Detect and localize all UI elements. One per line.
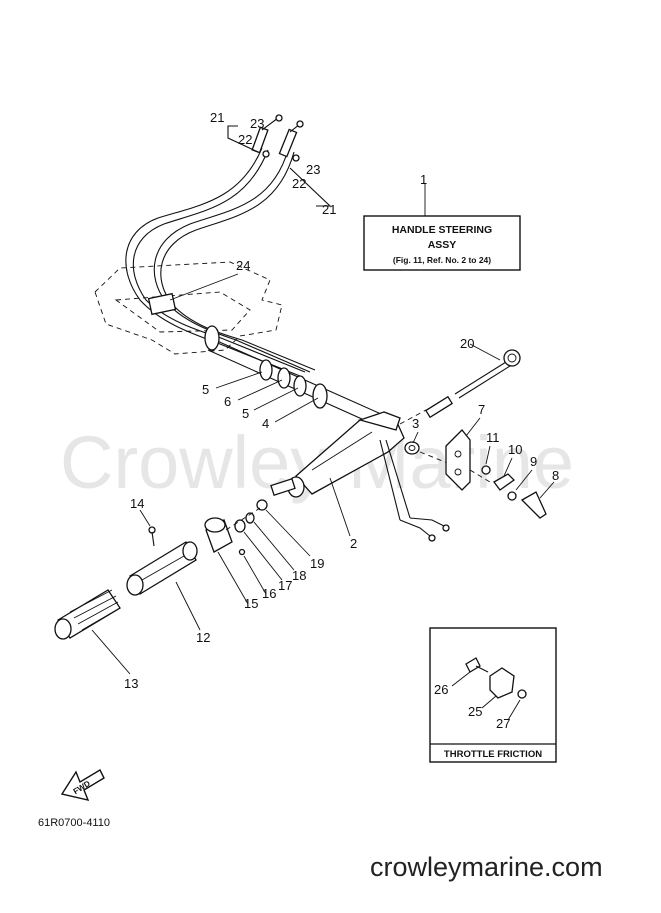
friction-block-25 (489, 667, 515, 699)
callout-numbers: 21 23 22 23 22 21 24 1 20 5 6 5 4 3 7 11… (124, 110, 559, 691)
callout-26: 26 (434, 682, 448, 697)
callout-20: 20 (460, 336, 474, 351)
callout-24: 24 (236, 258, 250, 273)
callout-2: 2 (350, 536, 357, 551)
callout-23a: 23 (250, 116, 264, 131)
callout-17: 17 (278, 578, 292, 593)
callout-21a: 21 (210, 110, 224, 125)
bracket-hardware (404, 429, 547, 519)
grommet-5a (259, 359, 273, 381)
cable-clamp (147, 292, 177, 316)
cable-end-a (251, 126, 269, 154)
handle-shaft-assembly (204, 325, 391, 429)
fwd-arrow-icon (60, 769, 105, 801)
cable-end-b (278, 128, 298, 158)
callout-4: 4 (262, 416, 269, 431)
assembly-label-box: HANDLE STEERING ASSY (Fig. 11, Ref. No. … (363, 215, 521, 271)
callout-14: 14 (130, 496, 144, 511)
callout-12: 12 (196, 630, 210, 645)
callout-19: 19 (310, 556, 324, 571)
leader-lines (91, 184, 555, 675)
callout-5a: 5 (202, 382, 209, 397)
callout-10: 10 (508, 442, 522, 457)
callout-22b: 22 (292, 176, 306, 191)
grommet-5b (293, 375, 307, 397)
callout-15: 15 (244, 596, 258, 611)
site-name: crowleymarine.com (370, 852, 603, 882)
bolt-26 (465, 657, 481, 673)
diagram-code: 61R0700-4110 (38, 817, 110, 829)
bracket-7 (445, 429, 471, 491)
bolt-8 (520, 491, 547, 519)
grip-assembly (54, 499, 268, 640)
washer-18 (245, 512, 255, 524)
nut-27 (517, 689, 527, 699)
callout-3: 3 (412, 416, 419, 431)
throttle-friction-inset: THROTTLE FRICTION 26 25 27 (429, 627, 557, 763)
assembly-reference: (Fig. 11, Ref. No. 2 to 24) (393, 255, 491, 265)
fwd-arrow: FWD (60, 769, 105, 801)
callout-1: 1 (420, 172, 427, 187)
throttle-cables (125, 114, 332, 377)
callout-16: 16 (262, 586, 276, 601)
friction-rod (399, 349, 521, 425)
callout-11: 11 (486, 430, 500, 445)
callout-7: 7 (478, 402, 485, 417)
steering-handle-body (270, 411, 450, 542)
spring-17 (234, 519, 246, 533)
callout-9: 9 (530, 454, 537, 469)
callout-6: 6 (224, 394, 231, 409)
callout-22a: 22 (238, 132, 252, 147)
washer-19 (256, 499, 268, 511)
callout-21b: 21 (322, 202, 336, 217)
callout-13: 13 (124, 676, 138, 691)
washer-9 (507, 491, 517, 501)
assembly-subtitle: ASSY (428, 239, 457, 251)
washer-3 (404, 441, 420, 455)
cable-bracket-plate (94, 261, 283, 355)
grommet-6 (277, 367, 291, 389)
callout-5b: 5 (242, 406, 249, 421)
bolt-10 (493, 473, 516, 491)
callout-25: 25 (468, 704, 482, 719)
callout-8: 8 (552, 468, 559, 483)
pin-16 (238, 548, 246, 556)
callout-18: 18 (292, 568, 306, 583)
callout-23b: 23 (306, 162, 320, 177)
washer-11 (481, 465, 491, 475)
callout-27: 27 (496, 716, 510, 731)
grommet-4 (312, 383, 328, 409)
grommet (204, 325, 220, 351)
friction-title: THROTTLE FRICTION (444, 749, 542, 760)
assembly-title: HANDLE STEERING (392, 224, 492, 236)
